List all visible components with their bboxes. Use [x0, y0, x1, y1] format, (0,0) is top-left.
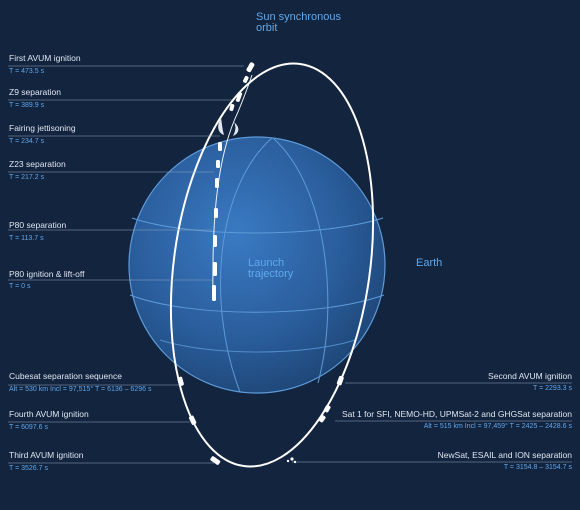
event-name: Cubesat separation sequence	[9, 371, 122, 381]
event-name: Fourth AVUM ignition	[9, 409, 89, 419]
trajectory-label-line-1: Launch	[248, 257, 285, 269]
event-name: Second AVUM ignition	[488, 371, 572, 381]
event-time: T = 0 s	[9, 283, 31, 290]
event-time: T = 217.2 s	[9, 174, 45, 181]
orbit-title-line-2: orbit	[256, 22, 278, 34]
event-name: P80 separation	[9, 220, 67, 230]
earth-label: Earth	[416, 257, 443, 269]
orbit-ellipse	[169, 62, 375, 468]
launch-trajectory-path	[212, 74, 253, 301]
orbit-title-line-1: Sun synchronous	[256, 11, 341, 23]
event-name: NewSat, ESAIL and ION separation	[437, 450, 572, 460]
leader-lines	[8, 65, 572, 464]
event-name: First AVUM ignition	[9, 53, 81, 63]
event-name: Sat 1 for SFI, NEMO-HD, UPMSat-2 and GHG…	[341, 409, 572, 419]
event-time: T = 3154.8 – 3154.7 s	[503, 464, 572, 471]
event-time: T = 389.9 s	[9, 102, 45, 109]
event-name: Z23 separation	[9, 159, 66, 169]
event-time: T = 6097.6 s	[9, 424, 48, 431]
trajectory-label-line-2: trajectory	[248, 268, 294, 280]
orbit-title: Sun synchronous orbit	[256, 12, 341, 34]
event-time: T = 234.7 s	[9, 138, 45, 145]
event-time: T = 113.7 s	[9, 235, 44, 242]
event-time: T = 2293.3 s	[533, 385, 572, 392]
event-time: Alt = 530 km Incl = 97,515° T = 6136 – 6…	[9, 386, 152, 393]
event-time: Alt = 515 km Incl = 97,459° T = 2425 – 2…	[423, 423, 572, 430]
event-name: P80 ignition & lift-off	[9, 269, 85, 279]
rocket-markers	[177, 62, 344, 465]
event-name: Fairing jettisoning	[9, 123, 76, 133]
event-name: Z9 separation	[9, 87, 61, 97]
earth-sphere	[128, 136, 386, 394]
trajectory-label: Launch trajectory	[248, 258, 293, 280]
event-time: T = 473.5 s	[9, 68, 45, 75]
event-time: T = 3526.7 s	[9, 465, 48, 472]
event-name: Third AVUM ignition	[9, 450, 84, 460]
